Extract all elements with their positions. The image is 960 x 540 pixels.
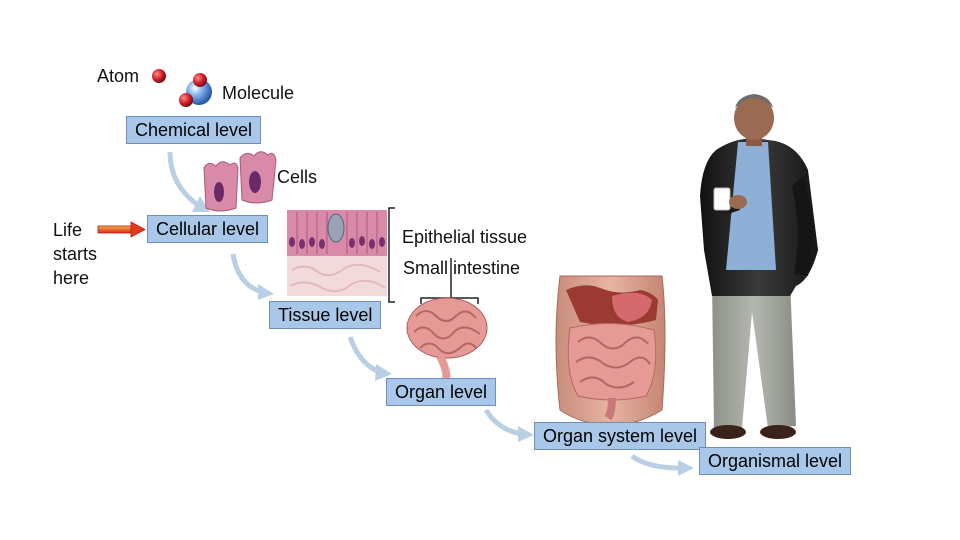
chemical-level-box: Chemical level bbox=[126, 116, 262, 144]
organ-system-level-box: Organ system level bbox=[534, 422, 707, 450]
epithelial-bracket bbox=[388, 207, 395, 303]
organismal-level-box: Organismal level bbox=[699, 447, 852, 475]
epithelial-tissue-label: Epithelial tissue bbox=[402, 227, 528, 247]
life-starts-here-label: Life starts here bbox=[53, 218, 97, 290]
cellular-level-box: Cellular level bbox=[147, 215, 269, 243]
small-intestine-label: Small intestine bbox=[403, 258, 521, 278]
cells-illustration bbox=[203, 151, 277, 212]
life-line-1: Life bbox=[53, 220, 83, 240]
atom-label: Atom bbox=[97, 66, 140, 86]
life-line-2: starts bbox=[53, 244, 98, 264]
person-illustration bbox=[700, 94, 818, 439]
organ-level-box: Organ level bbox=[386, 378, 497, 406]
flow-arrow-system-to-organismal bbox=[630, 453, 694, 476]
epithelial-tissue-illustration bbox=[287, 210, 387, 296]
flow-arrow-cellular-to-tissue bbox=[230, 253, 274, 300]
flow-arrow-tissue-to-organ bbox=[347, 336, 392, 381]
start-arrow bbox=[97, 221, 146, 238]
cells-label: Cells bbox=[277, 167, 318, 187]
atom-sphere bbox=[152, 69, 166, 83]
molecule-label: Molecule bbox=[222, 83, 295, 103]
molecule-model bbox=[179, 73, 212, 107]
life-line-3: here bbox=[53, 268, 90, 288]
flow-arrow-organ-to-system bbox=[483, 408, 534, 442]
tissue-level-box: Tissue level bbox=[269, 301, 382, 329]
flow-arrow-chemical-to-cellular bbox=[167, 151, 210, 212]
small-intestine-illustration bbox=[406, 297, 488, 381]
digestive-system-illustration bbox=[555, 275, 666, 427]
